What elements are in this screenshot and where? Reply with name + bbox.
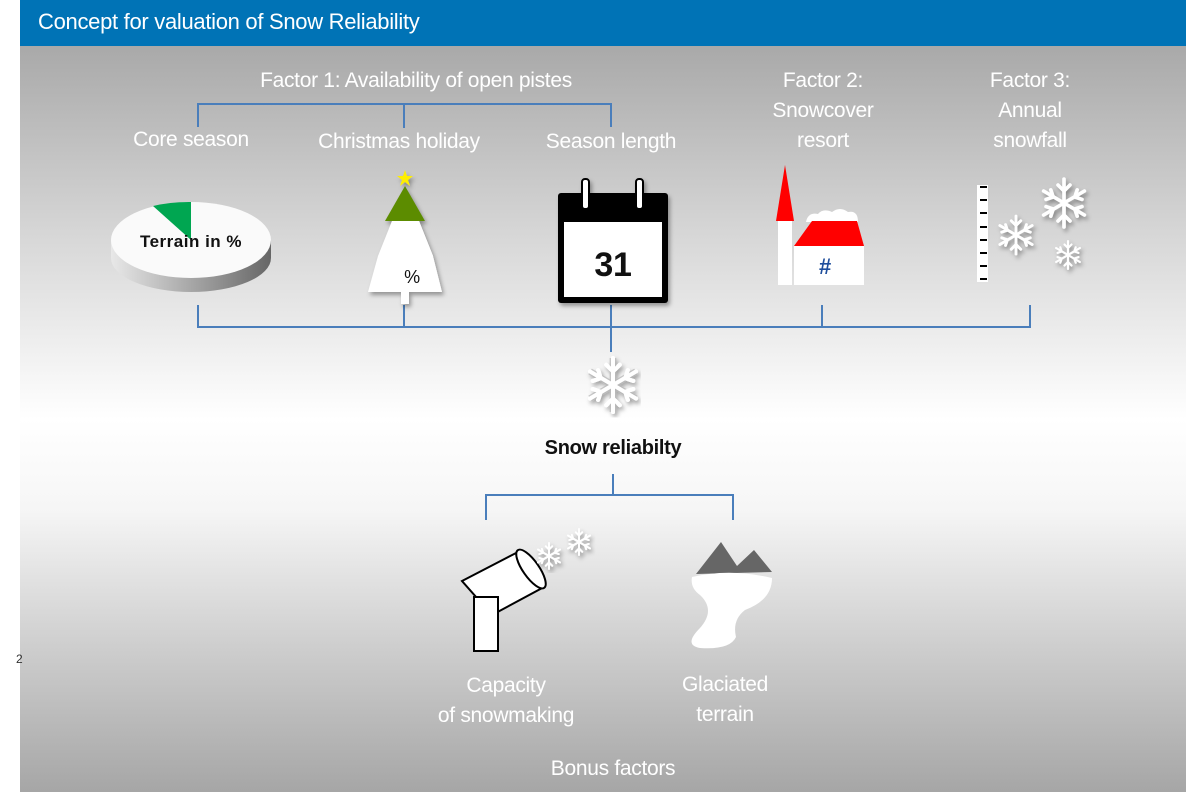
snow-reliability-snowflake-icon xyxy=(590,358,636,412)
christmas-holiday-label: Christmas holiday xyxy=(318,130,480,153)
calendar-icon xyxy=(558,178,668,303)
factor2-line3: resort xyxy=(797,129,849,152)
calendar-day: 31 xyxy=(594,246,632,284)
stray-mark: 2 xyxy=(16,652,23,666)
factor3-line1: Factor 3: xyxy=(989,69,1071,92)
snow-reliability-label: Snow reliabilty xyxy=(544,437,682,459)
factor3-line3: snowfall xyxy=(993,129,1067,152)
pie-chart-icon xyxy=(111,201,271,292)
snowflake-icon xyxy=(536,528,592,570)
snowmaking-line1: Capacity xyxy=(466,674,546,697)
glacier-line2: terrain xyxy=(696,703,754,726)
snowfall-gauge-icon xyxy=(977,185,988,282)
snowmaking-line2: of snowmaking xyxy=(437,704,575,727)
factor1-title: Factor 1: Availability of open pistes xyxy=(260,69,572,92)
factor2-line2: Snowcover xyxy=(772,99,874,122)
bonus-factors-label: Bonus factors xyxy=(550,757,676,780)
page-title: Concept for valuation of Snow Reliabilit… xyxy=(38,9,420,34)
glacier-label: Glaciated terrain xyxy=(655,670,795,730)
snowmaking-label: Capacity of snowmaking xyxy=(416,671,596,731)
tree-text: % xyxy=(404,267,420,287)
diagram-panel xyxy=(20,46,1186,792)
house-text: # xyxy=(819,254,831,279)
season-length-label: Season length xyxy=(545,130,677,153)
factor3-title: Factor 3: Annual snowfall xyxy=(950,66,1110,156)
glacier-line1: Glaciated xyxy=(681,673,769,696)
core-season-label: Core season xyxy=(133,128,249,151)
header-bar: Concept for valuation of Snow Reliabilit… xyxy=(20,0,1186,46)
factor3-line2: Annual xyxy=(998,99,1062,122)
glacier-mountain-icon xyxy=(691,542,772,649)
snow-cannon-icon xyxy=(460,548,547,652)
christmas-tree-icon xyxy=(368,170,442,304)
factor2-title: Factor 2: Snowcover resort xyxy=(743,66,903,156)
snowflake-icon xyxy=(998,177,1087,271)
connector-lines xyxy=(197,103,1031,520)
factor2-line1: Factor 2: xyxy=(782,69,864,92)
pie-text: Terrain in % xyxy=(139,232,243,251)
resort-house-icon xyxy=(776,165,864,285)
